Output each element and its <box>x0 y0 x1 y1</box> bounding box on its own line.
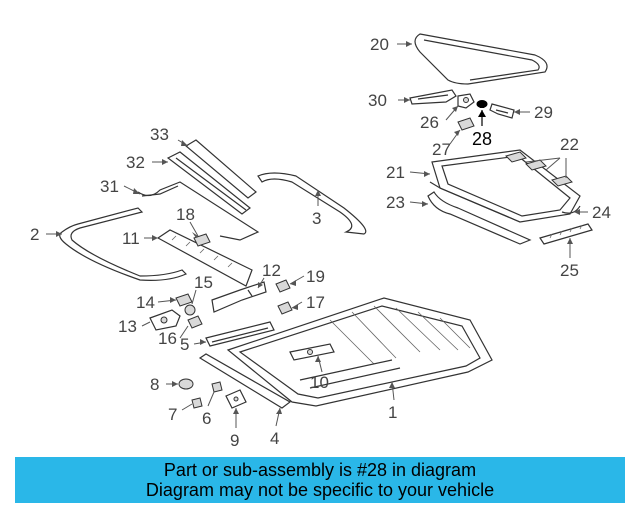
part-30-bracket[interactable] <box>409 89 457 105</box>
callout-28[interactable]: 28 <box>472 129 492 149</box>
part-15-grommet[interactable] <box>184 304 196 316</box>
callout-20[interactable]: 20 <box>370 35 389 54</box>
callout-24[interactable]: 24 <box>592 203 611 222</box>
callout-14[interactable]: 14 <box>136 293 155 312</box>
part-8-grommet[interactable] <box>178 378 194 390</box>
part-22-strips[interactable] <box>505 151 573 187</box>
part-28-clip[interactable] <box>476 100 488 109</box>
callout-18[interactable]: 18 <box>176 205 195 224</box>
part-33-trim[interactable] <box>184 139 257 199</box>
part-18-clip[interactable] <box>193 233 211 247</box>
part-10-mechanism[interactable] <box>289 343 335 361</box>
callout-13[interactable]: 13 <box>118 317 137 336</box>
callout-12[interactable]: 12 <box>262 261 281 280</box>
part-7-clip[interactable] <box>191 397 203 409</box>
callout-2[interactable]: 2 <box>30 225 39 244</box>
part-2-seal[interactable] <box>59 207 188 281</box>
part-19-clip[interactable] <box>275 279 291 293</box>
parts-diagram: 20 30 26 28 29 27 22 21 23 24 25 33 32 3… <box>30 33 611 450</box>
part-24-seal-end[interactable] <box>561 205 581 214</box>
part-23-rail[interactable] <box>427 191 532 245</box>
callout-30[interactable]: 30 <box>368 91 387 110</box>
part-29-bracket[interactable] <box>489 103 515 119</box>
callout-33[interactable]: 33 <box>150 125 169 144</box>
callout-labels: 20 30 26 28 29 27 22 21 23 24 25 33 32 3… <box>30 35 611 450</box>
callout-19[interactable]: 19 <box>306 267 325 286</box>
part-13-motor-mount[interactable] <box>149 309 181 331</box>
arrowheads <box>56 41 580 414</box>
callout-15[interactable]: 15 <box>194 273 213 292</box>
callout-25[interactable]: 25 <box>560 261 579 280</box>
callout-10[interactable]: 10 <box>310 373 329 392</box>
callout-27[interactable]: 27 <box>432 140 451 159</box>
banner-line-part: Part or sub-assembly is #28 in diagram <box>163 460 477 480</box>
part-32-deflector[interactable] <box>166 151 251 215</box>
callout-21[interactable]: 21 <box>386 163 405 182</box>
part-20-glass-panel[interactable] <box>414 33 548 85</box>
callout-17[interactable]: 17 <box>306 293 325 312</box>
callout-16[interactable]: 16 <box>158 329 177 348</box>
callout-4[interactable]: 4 <box>270 429 279 448</box>
part-6-clip[interactable] <box>211 381 223 393</box>
part-3-seal[interactable] <box>257 172 367 235</box>
callout-1[interactable]: 1 <box>388 403 397 422</box>
callout-6[interactable]: 6 <box>202 409 211 428</box>
callout-9[interactable]: 9 <box>230 431 239 450</box>
callout-29[interactable]: 29 <box>534 103 553 122</box>
part-5-cable[interactable] <box>205 321 275 347</box>
callout-5[interactable]: 5 <box>180 335 189 354</box>
part-31-frame[interactable] <box>137 181 260 241</box>
part-26-hinge[interactable] <box>457 93 475 109</box>
part-16-clip[interactable] <box>187 315 203 329</box>
info-banner: Part or sub-assembly is #28 in diagram D… <box>15 457 625 503</box>
callout-8[interactable]: 8 <box>150 375 159 394</box>
part-25-rail[interactable] <box>539 223 593 245</box>
callout-31[interactable]: 31 <box>100 177 119 196</box>
part-11-bracket[interactable] <box>156 229 253 287</box>
callout-22[interactable]: 22 <box>560 135 579 154</box>
part-21-frame[interactable] <box>429 149 581 223</box>
part-27-pad[interactable] <box>457 117 475 131</box>
callout-32[interactable]: 32 <box>126 153 145 172</box>
callout-3[interactable]: 3 <box>312 209 321 228</box>
part-1-main-frame[interactable] <box>226 297 493 407</box>
callout-11[interactable]: 11 <box>122 229 140 248</box>
callout-23[interactable]: 23 <box>386 193 405 212</box>
part-9-bracket[interactable] <box>225 389 247 409</box>
callout-26[interactable]: 26 <box>420 113 439 132</box>
part-4-rail[interactable] <box>198 353 292 409</box>
part-12-bracket[interactable] <box>211 281 267 313</box>
callout-7[interactable]: 7 <box>168 405 177 424</box>
part-14-clip[interactable] <box>175 293 193 307</box>
banner-line-disclaimer: Diagram may not be specific to your vehi… <box>145 480 495 500</box>
part-17-clip[interactable] <box>277 301 293 315</box>
